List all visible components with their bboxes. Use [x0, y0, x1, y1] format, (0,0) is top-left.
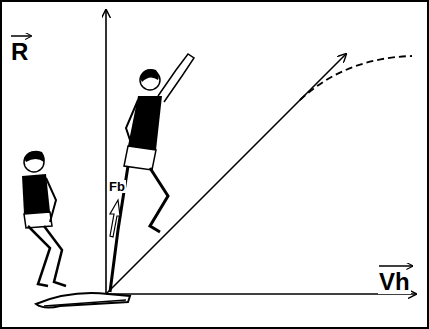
vertical-vector — [105, 10, 107, 294]
vector-arrow — [11, 35, 31, 37]
resultant-vector — [106, 54, 346, 294]
board-edge — [44, 300, 126, 306]
vector-label: Vh — [378, 270, 411, 294]
standing-figure — [22, 151, 66, 286]
takeoff-board — [36, 293, 130, 307]
horizontal-vector — [106, 293, 416, 295]
force-arrow — [110, 200, 120, 237]
force-label: Fb — [108, 180, 126, 193]
vector-label: R — [10, 40, 29, 64]
jumping-figure — [110, 54, 194, 292]
vector-arrow — [379, 265, 413, 267]
trajectory — [300, 56, 412, 100]
